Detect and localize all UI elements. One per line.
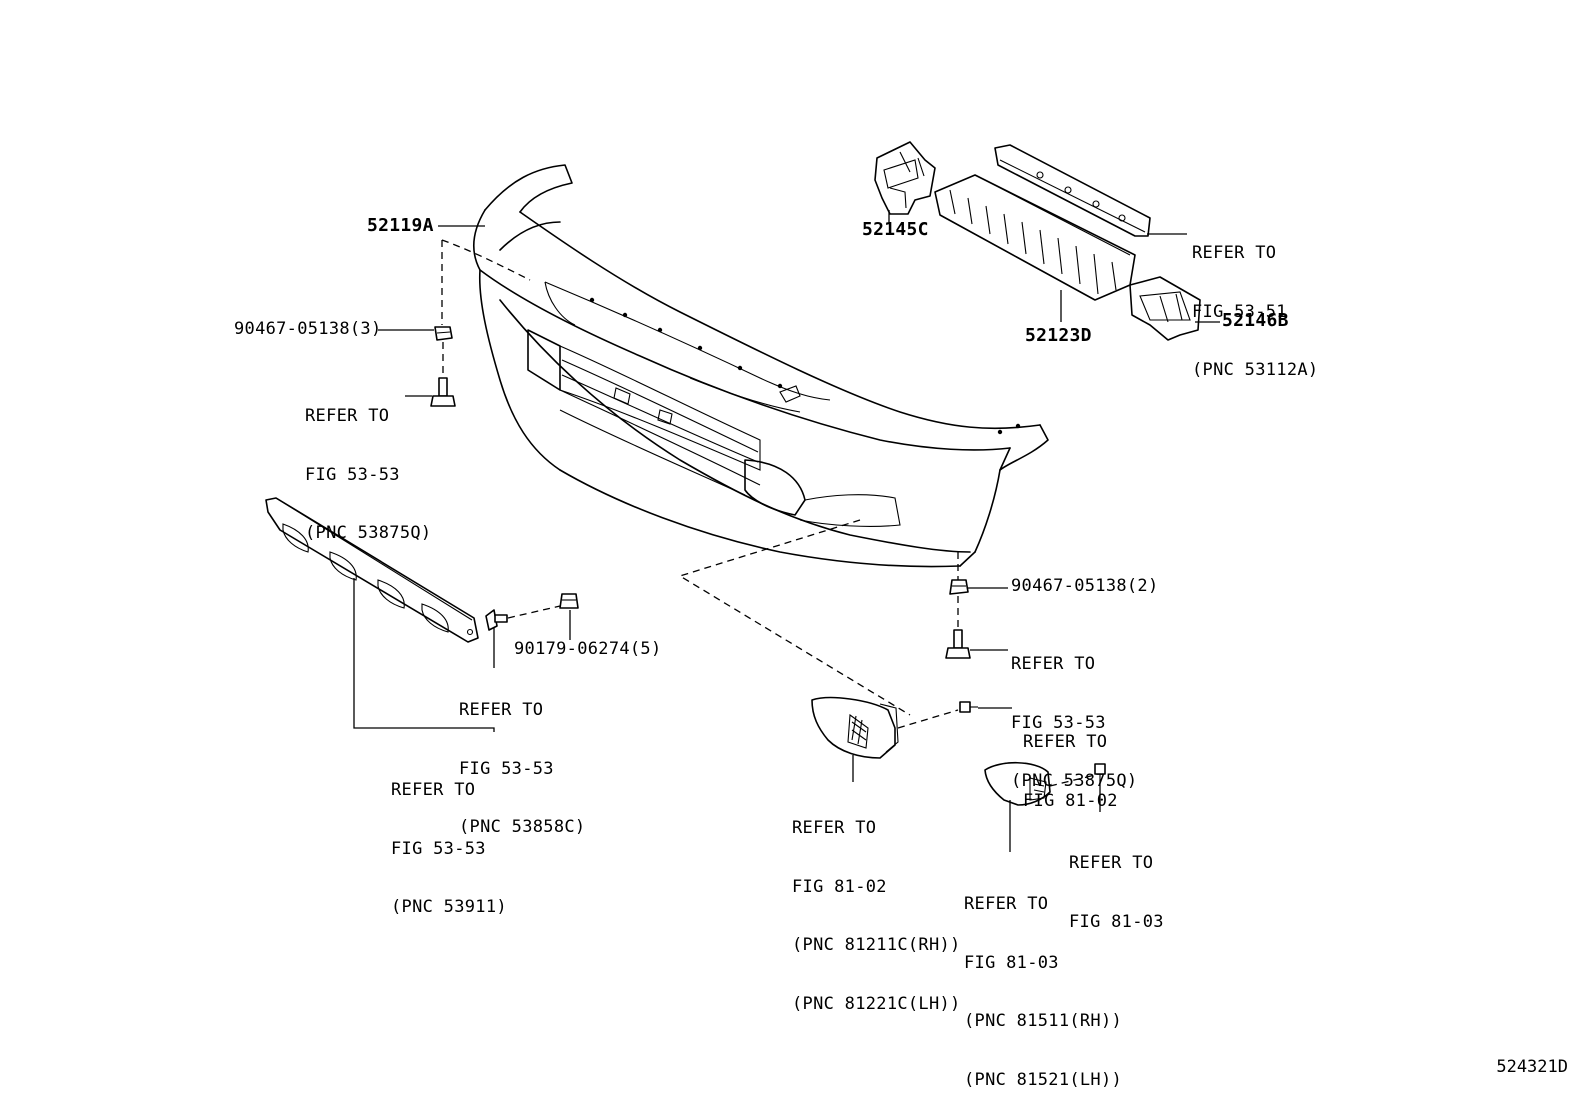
label-absorber: 52123D bbox=[1025, 325, 1092, 346]
ref-line: (PNC 53875Q) bbox=[1011, 771, 1138, 791]
label-spoiler-clip: 90179-06274(5) bbox=[514, 639, 662, 659]
ref-line: (PNC 81211C(RH)) bbox=[792, 935, 961, 955]
ref-line: (PNC 81521(LH)) bbox=[964, 1069, 1123, 1090]
ref-line: REFER TO bbox=[459, 700, 544, 720]
ref-line: REFER TO bbox=[1069, 853, 1154, 873]
ref-turn-screw: REFER TO FIG 81-03 bbox=[1069, 815, 1164, 971]
ref-spoiler: REFER TO FIG 53-53 (PNC 53911) bbox=[391, 742, 507, 957]
fog-lamp-drawing bbox=[811, 696, 899, 759]
ref-spoiler-screw: REFER TO FIG 53-53 (PNC 53858C) bbox=[459, 662, 585, 877]
label-nut-bottom-right: 90467-05138(2) bbox=[1011, 576, 1159, 596]
figure-code: 524321D bbox=[1496, 1057, 1568, 1077]
ref-line: (PNC 81511(RH)) bbox=[964, 1011, 1123, 1031]
fog-screw-drawing bbox=[959, 701, 978, 713]
bolt-bottom-right-drawing bbox=[945, 629, 971, 659]
ref-reinforcement: REFER TO FIG 53-51 (PNC 53112A) bbox=[1192, 205, 1318, 420]
ref-line: REFER TO bbox=[391, 780, 476, 800]
reinforcement-drawing bbox=[994, 144, 1151, 237]
ref-line: REFER TO bbox=[1192, 243, 1277, 263]
retainer-right-drawing bbox=[1129, 276, 1201, 341]
ref-line: (PNC 53911) bbox=[391, 897, 507, 917]
ref-top-left: REFER TO FIG 53-53 (PNC 53875Q) bbox=[305, 368, 431, 583]
ref-turn-lamp: REFER TO FIG 81-03 (PNC 81511(RH)) (PNC … bbox=[964, 856, 1122, 1099]
absorber-drawing bbox=[934, 174, 1136, 301]
ref-line: FIG 81-03 bbox=[1069, 911, 1164, 932]
bumper-cover-drawing bbox=[473, 164, 1049, 568]
ref-line: FIG 53-53 bbox=[459, 758, 554, 779]
spoiler-drawing bbox=[265, 497, 479, 643]
ref-line: FIG 53-53 bbox=[391, 838, 486, 859]
ref-line: REFER TO bbox=[792, 818, 877, 838]
ref-line: REFER TO bbox=[964, 894, 1049, 914]
turn-screw-drawing bbox=[1094, 763, 1106, 780]
retainer-left-drawing bbox=[874, 141, 936, 215]
ref-line: REFER TO bbox=[1023, 732, 1108, 752]
nut-bottom-right-drawing bbox=[949, 579, 969, 595]
spoiler-screw-drawing bbox=[485, 609, 508, 631]
ref-line: FIG 81-02 bbox=[792, 876, 887, 897]
turn-lamp-drawing bbox=[984, 761, 1051, 806]
ref-line: FIG 81-02 bbox=[1023, 790, 1118, 811]
ref-line: REFER TO bbox=[1011, 654, 1096, 674]
ref-line: REFER TO bbox=[305, 406, 390, 426]
ref-fog-lamp: REFER TO FIG 81-02 (PNC 81211C(RH)) (PNC… bbox=[792, 780, 961, 1053]
ref-line: FIG 53-53 bbox=[305, 464, 400, 485]
ref-line: FIG 53-51 bbox=[1192, 301, 1287, 322]
spoiler-clip-drawing bbox=[559, 593, 579, 609]
bolt-top-left-drawing bbox=[430, 377, 456, 407]
label-bumper-cover: 52119A bbox=[367, 215, 434, 236]
nut-top-left-drawing bbox=[434, 326, 453, 341]
label-retainer-left: 52145C bbox=[862, 219, 929, 240]
ref-line: FIG 81-03 bbox=[964, 952, 1059, 973]
ref-line: (PNC 53858C) bbox=[459, 817, 586, 837]
ref-line: FIG 53-53 bbox=[1011, 712, 1106, 733]
ref-line: (PNC 81221C(LH)) bbox=[792, 993, 961, 1014]
label-nut-top-left: 90467-05138(3) bbox=[234, 319, 382, 339]
ref-fog-screw: REFER TO FIG 81-02 bbox=[1023, 694, 1118, 850]
ref-line: (PNC 53875Q) bbox=[305, 523, 432, 543]
ref-bottom-right: REFER TO FIG 53-53 (PNC 53875Q) bbox=[1011, 616, 1137, 831]
label-retainer-right: 52146B bbox=[1222, 310, 1289, 331]
ref-line: (PNC 53112A) bbox=[1192, 360, 1319, 380]
